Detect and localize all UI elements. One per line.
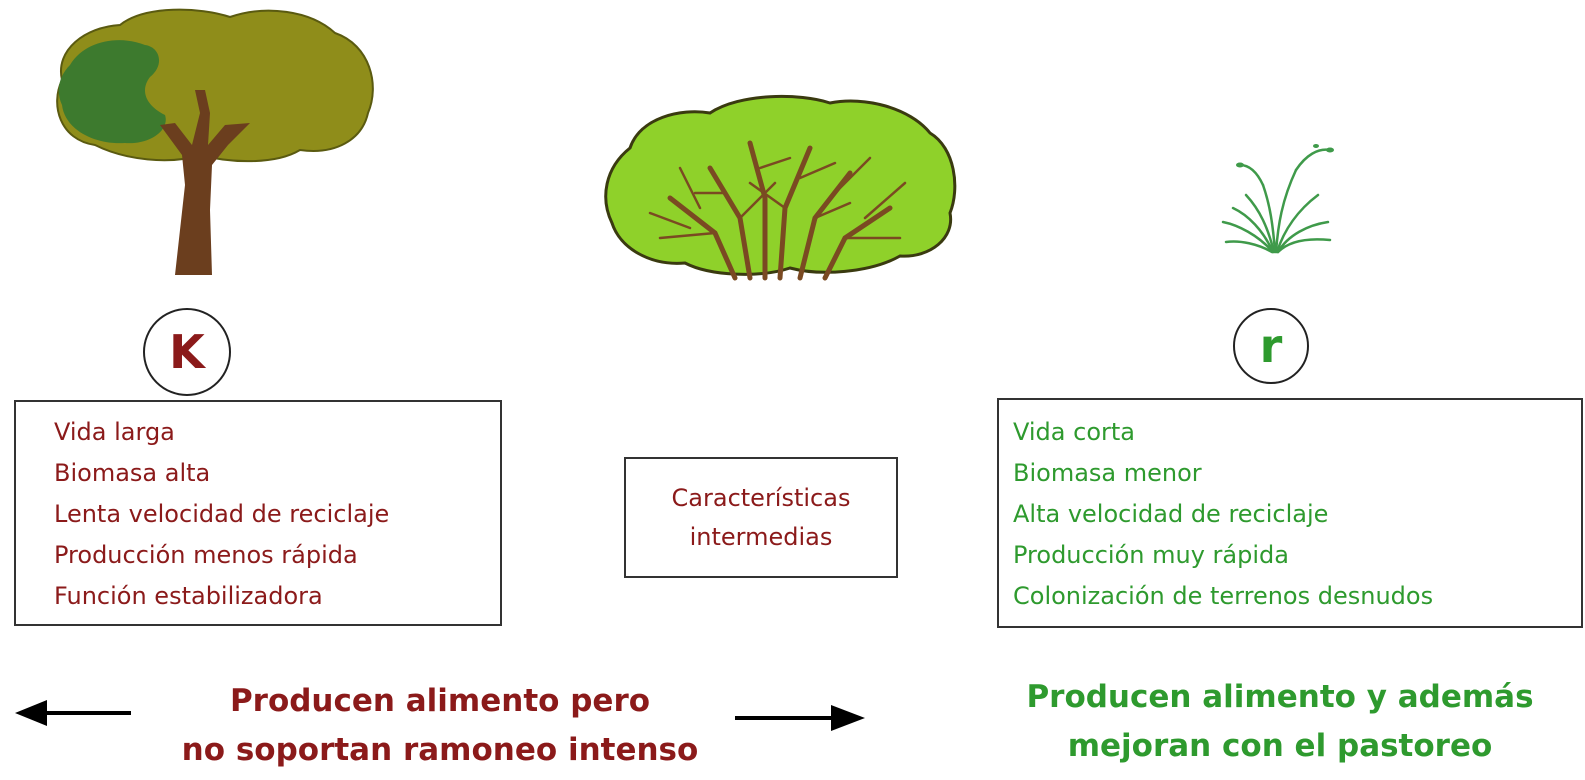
r-characteristics-list: Vida corta Biomasa menor Alta velocidad … [1013,412,1581,617]
k-badge: K [143,308,231,396]
left-arrow-icon [15,700,131,726]
list-item: Función estabilizadora [54,582,323,610]
grass-icon [1221,144,1334,254]
shrub-icon [604,94,957,281]
k-caption-line-1: Producen alimento pero [229,683,651,719]
list-item: Vida larga [54,418,175,446]
k-characteristics-list: Vida larga Biomasa alta Lenta velocidad … [54,412,500,617]
list-item: Colonización de terrenos desnudos [1013,582,1434,610]
r-caption: Producen alimento y además mejoran con e… [985,673,1575,771]
list-item: Biomasa alta [54,459,211,487]
k-caption: Producen alimento pero no soportan ramon… [120,677,760,775]
k-caption-line-2: no soportan ramoneo intenso [181,732,699,768]
list-item: Alta velocidad de reciclaje [1013,500,1329,528]
list-item: Biomasa menor [1013,459,1202,487]
intermediate-box: Características intermedias [624,457,898,578]
right-arrow-icon [735,705,865,731]
intermediate-line-1: Características [671,483,851,512]
k-characteristics-box: Vida larga Biomasa alta Lenta velocidad … [14,400,502,626]
list-item: Lenta velocidad de reciclaje [54,500,390,528]
tree-icon [56,8,374,275]
intermediate-line-2: intermedias [689,522,833,551]
r-badge: r [1233,308,1309,384]
r-caption-line-2: mejoran con el pastoreo [1067,728,1493,764]
list-item: Producción muy rápida [1013,541,1289,569]
list-item: Vida corta [1013,418,1135,446]
list-item: Producción menos rápida [54,541,358,569]
r-caption-line-1: Producen alimento y además [1026,679,1534,715]
r-characteristics-box: Vida corta Biomasa menor Alta velocidad … [997,398,1583,628]
